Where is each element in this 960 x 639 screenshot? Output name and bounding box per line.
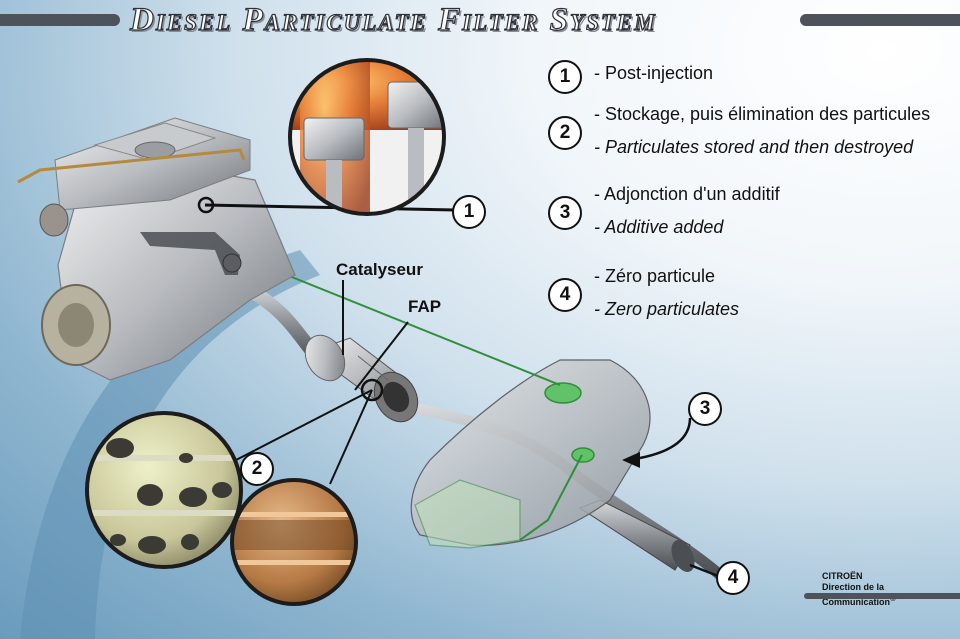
zoom-particulates-stored <box>85 413 245 567</box>
title-rule-left <box>0 14 120 26</box>
engine-block <box>18 118 295 380</box>
legend-text-fr-4: - Zéro particule <box>594 266 715 287</box>
legend-text-en-4: - Zero particulates <box>594 299 739 320</box>
legend-text-en-2: - Particulates stored and then destroyed <box>594 137 913 158</box>
legend-text-fr-3: - Adjonction d'un additif <box>594 184 780 205</box>
fap-to-zoom-3-leader <box>330 390 372 484</box>
legend-text-fr-2: - Stockage, puis élimination des particu… <box>594 104 930 125</box>
zoom-post-injection <box>290 60 446 220</box>
callout-1: 1 <box>452 195 486 229</box>
legend-number-2: 2 <box>548 116 582 150</box>
rear-muffler <box>580 500 699 576</box>
fap-to-zoom-2-leader <box>236 390 372 460</box>
callout-3: 3 <box>688 392 722 426</box>
page-title: Diesel Particulate Filter System <box>130 2 657 39</box>
title-rule-right <box>800 14 960 26</box>
fap-label: FAP <box>408 297 441 317</box>
legend-number-1: 1 <box>548 60 582 94</box>
brand-logo: CITROËN <box>822 571 960 582</box>
legend-text-en-3: - Additive added <box>594 217 723 238</box>
brand-rule <box>804 593 960 599</box>
legend-number-4: 4 <box>548 278 582 312</box>
callout-2: 2 <box>240 452 274 486</box>
brand-block: CITROËN Direction de la Communication© <box>822 571 960 608</box>
legend-text-fr-1: - Post-injection <box>594 63 713 84</box>
catalyst-label: Catalyseur <box>336 260 423 280</box>
zoom-particulates-destroyed <box>232 480 362 604</box>
callout-4: 4 <box>716 561 750 595</box>
legend-number-3: 3 <box>548 196 582 230</box>
